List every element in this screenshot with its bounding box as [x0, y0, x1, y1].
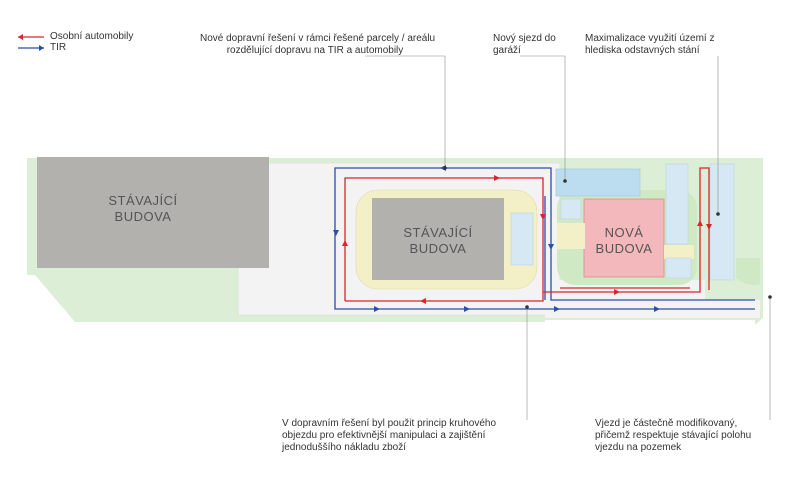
- annotation-traffic-solution-line-1: Nové dopravní řešení v rámci řešené parc…: [200, 33, 436, 44]
- existing-building-center: [372, 198, 504, 280]
- leader-dot-5: [768, 295, 772, 299]
- legend-label-car: Osobní automobily: [50, 31, 134, 42]
- annotation-entrance-modified-line-2: přičemž respektuje stávající polohu: [595, 430, 752, 441]
- annotation-roundabout-principle-line-3: jednoduššího nákladu zboží: [282, 442, 406, 453]
- annotation-roundabout-principle: V dopravním řešení byl použit princip kr…: [282, 418, 496, 454]
- annotation-entrance-modified-line-1: Vjezd je částečně modifikovaný,: [595, 418, 738, 429]
- annotation-traffic-solution-line-2: rozdělující dopravu na TIR a automobily: [226, 45, 404, 56]
- existing-building-center-label-1: STÁVAJÍCÍ: [403, 225, 472, 240]
- leader-dot-3: [716, 212, 720, 216]
- legend-car-line: [18, 34, 44, 40]
- new-building-side-block-2: [665, 257, 692, 279]
- leader-dot-2: [563, 179, 567, 183]
- existing-building-left-label-1: STÁVAJÍCÍ: [108, 193, 177, 208]
- annotation-roundabout-principle-line-1: V dopravním řešení byl použit princip kr…: [282, 418, 497, 429]
- parking-zone-2: [709, 163, 735, 281]
- annotation-parking-maximization: Maximalizace využití území z hlediska od…: [585, 33, 714, 57]
- new-building-connector-left: [557, 223, 585, 249]
- annotation-garage-access: Nový sjezd do garáží: [493, 33, 556, 57]
- parking-zone-1: [665, 163, 689, 245]
- car-route: [344, 167, 710, 302]
- tir-route-arrows: [333, 165, 660, 312]
- parking-island: [736, 258, 760, 286]
- car-route-arrows: [342, 175, 712, 304]
- new-building-connector-right: [664, 245, 694, 259]
- new-building-side-block: [560, 198, 582, 220]
- legend-tir-line: [18, 45, 44, 51]
- annotation-garage-access-line-1: Nový sjezd do: [493, 33, 556, 44]
- annotation-garage-access-line-2: garáží: [493, 45, 521, 56]
- annotation-roundabout-principle-line-2: objezdu pro efektivnější manipulaci a za…: [282, 430, 486, 441]
- annotation-parking-maximization-line-1: Maximalizace využití území z: [585, 33, 715, 44]
- new-building: [583, 198, 665, 278]
- courtyard-annex: [510, 212, 534, 266]
- existing-building-center-label-2: BUDOVA: [410, 241, 467, 256]
- legend-label-tir: TIR: [50, 42, 67, 53]
- garage-ramp: [555, 168, 641, 197]
- annotation-traffic-solution: Nové dopravní řešení v rámci řešené parc…: [200, 33, 436, 57]
- new-building-label-2: BUDOVA: [596, 241, 653, 256]
- annotation-entrance-modified: Vjezd je částečně modifikovaný, přičemž …: [595, 418, 751, 454]
- leader-dot-4: [525, 305, 529, 309]
- leader-lines: [365, 55, 771, 420]
- annotation-entrance-modified-line-3: vjezdu na pozemek: [595, 442, 682, 453]
- leader-dot-1: [443, 166, 447, 170]
- new-building-label-1: NOVÁ: [605, 225, 644, 240]
- existing-building-left: [37, 157, 269, 268]
- existing-building-left-label-2: BUDOVA: [115, 209, 172, 224]
- annotation-parking-maximization-line-2: hlediska odstavných stání: [585, 45, 700, 56]
